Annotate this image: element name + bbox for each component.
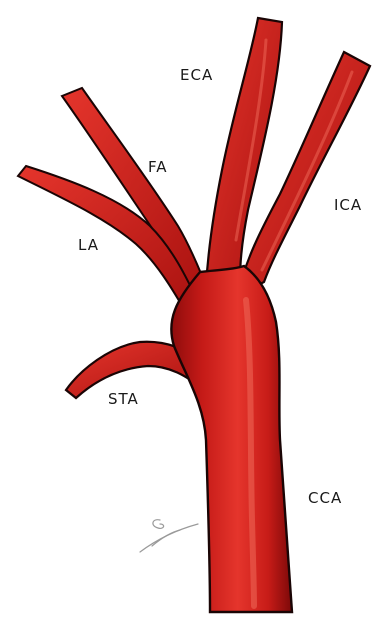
sta-label: STA (108, 390, 139, 408)
artist-signature (140, 520, 198, 552)
ica-label: ICA (334, 196, 362, 214)
la-label: LA (78, 236, 99, 254)
common-carotid-artery (171, 266, 292, 612)
eca-label: ECA (180, 66, 213, 84)
cca-label: CCA (308, 489, 342, 507)
fa-label: FA (148, 158, 168, 176)
